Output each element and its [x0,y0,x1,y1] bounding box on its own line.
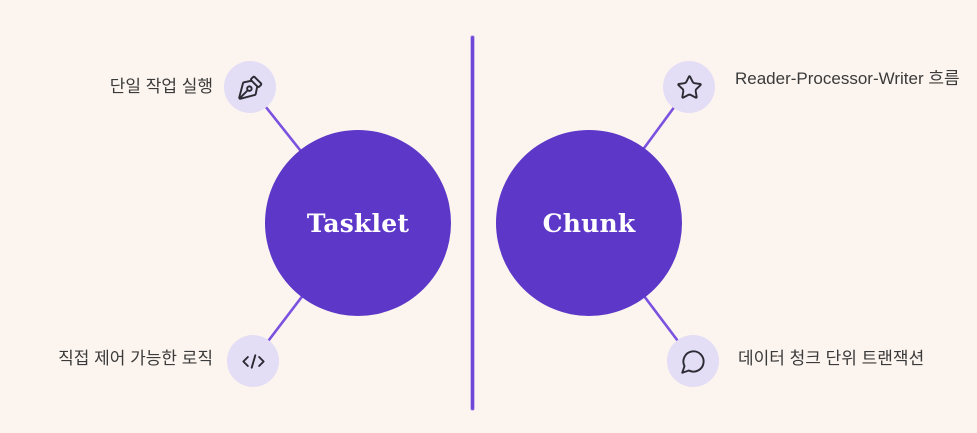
callout-label-single-task: 단일 작업 실행 [109,77,213,96]
tasklet-node: Tasklet [265,130,451,316]
tasklet-title: Tasklet [306,208,410,238]
chunk-node: Chunk [496,130,682,316]
chunk-title: Chunk [542,208,636,238]
center-divider [471,36,474,410]
pen-icon-badge [224,61,276,113]
code-icon [241,353,265,369]
code-icon-badge [227,335,279,387]
callout-label-chunk-transaction: 데이터 청크 단위 트랜잭션 [738,349,925,368]
star-icon [676,74,702,99]
star-icon-badge [663,61,715,113]
speech-bubble-icon [680,349,705,374]
callout-label-direct-control: 직접 제어 가능한 로직 [58,349,213,368]
pen-tool-icon [237,75,262,100]
speech-bubble-icon-badge [667,335,719,387]
callout-label-reader-processor-writer: Reader-Processor-Writer 흐름 [735,69,960,88]
